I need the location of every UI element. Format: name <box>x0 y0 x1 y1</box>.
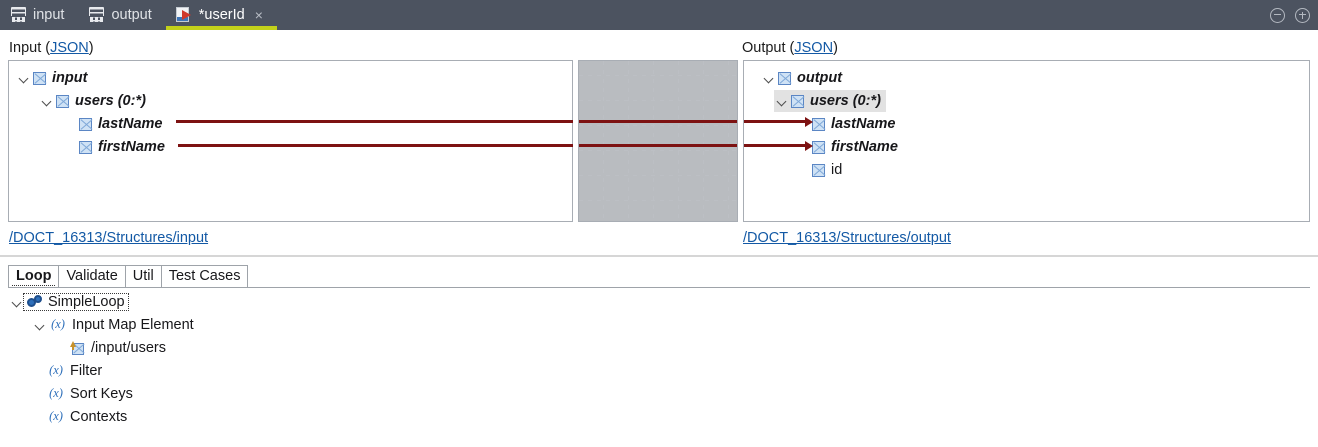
grid-document-icon <box>88 7 105 23</box>
output-tree-label: output <box>797 70 843 86</box>
xml-element-icon <box>56 94 69 108</box>
chevron-down-icon[interactable] <box>40 94 54 108</box>
tab-validate-label: Validate <box>66 268 118 284</box>
function-icon: (x) <box>49 363 63 377</box>
input-format-link[interactable]: JSON <box>50 40 89 56</box>
output-tree-row-firstname[interactable]: firstName <box>812 136 898 158</box>
output-tree-label: firstName <box>831 139 898 155</box>
tab-test-cases-label: Test Cases <box>168 268 241 284</box>
input-tree-label: users (0:*) <box>75 93 146 109</box>
input-tree-panel: input users (0:*) lastName firstName <box>8 60 573 222</box>
xml-element-icon <box>778 71 791 85</box>
output-tree-row-id[interactable]: id <box>812 159 842 181</box>
window-controls <box>1270 0 1310 30</box>
loop-tree-label: /input/users <box>91 339 166 356</box>
maximize-button[interactable] <box>1295 7 1310 23</box>
loop-tree-row-filter[interactable]: (x) Filter <box>47 359 102 382</box>
function-icon: (x) <box>49 386 63 400</box>
input-label-text: Input ( <box>9 40 51 56</box>
gears-icon <box>27 294 43 309</box>
xml-element-icon <box>812 163 825 177</box>
lower-tab-strip: Loop Validate Util Test Cases <box>8 265 1310 288</box>
loop-tree-row-input-users[interactable]: /input/users <box>70 336 166 359</box>
run-document-icon <box>175 7 192 23</box>
output-label-text: Output ( <box>742 40 795 56</box>
tab-bar: input output *userId × <box>0 0 1318 30</box>
loop-tree-label: Sort Keys <box>70 385 133 402</box>
mapping-line-lastname-mid <box>579 120 737 123</box>
xml-element-icon <box>812 117 825 131</box>
loop-tree-label: SimpleLoop <box>48 293 125 310</box>
output-path-link: /DOCT_16313/Structures/output <box>743 230 951 246</box>
output-tree-label: lastName <box>831 116 896 132</box>
xml-element-icon <box>812 140 825 154</box>
input-tree-label: lastName <box>98 116 163 132</box>
output-label-paren: ) <box>833 40 838 56</box>
close-icon[interactable]: × <box>254 7 263 23</box>
loop-tree-label: Input Map Element <box>72 316 194 333</box>
tab-loop[interactable]: Loop <box>8 265 60 287</box>
chevron-down-icon[interactable] <box>762 71 776 85</box>
input-tree-row-lastname[interactable]: lastName <box>79 113 162 135</box>
mapping-line-lastname-right <box>744 120 806 123</box>
input-tree-row-users[interactable]: users (0:*) <box>40 90 146 112</box>
tab-input-label: input <box>33 7 65 23</box>
map-element-icon <box>70 340 85 355</box>
output-format-link[interactable]: JSON <box>794 40 834 56</box>
output-section-label: Output (JSON) <box>742 40 838 56</box>
focus-outline: SimpleLoop <box>23 292 129 311</box>
section-divider <box>0 255 1318 257</box>
mapping-line-lastname-left <box>176 120 573 123</box>
grid-document-icon <box>10 7 26 23</box>
tab-output-label: output <box>111 7 152 23</box>
output-tree-panel: output users (0:*) lastName firstName id <box>743 60 1310 222</box>
tab-output[interactable]: output <box>78 0 165 30</box>
mapping-arrow-lastname <box>805 116 813 127</box>
minimize-button[interactable] <box>1270 7 1285 23</box>
tab-test-cases[interactable]: Test Cases <box>160 265 249 287</box>
input-label-paren: ) <box>88 40 94 56</box>
output-tree-row-users[interactable]: users (0:*) <box>774 90 886 112</box>
input-path-link: /DOCT_16313/Structures/input <box>9 230 209 246</box>
loop-tree-row-simpleloop[interactable]: SimpleLoop <box>10 290 129 313</box>
input-tree-row-firstname[interactable]: firstName <box>79 136 165 158</box>
loop-tree-label: Filter <box>70 362 103 379</box>
tab-util[interactable]: Util <box>124 265 162 287</box>
mapping-line-firstname-left <box>178 144 573 147</box>
loop-tree-row-sort-keys[interactable]: (x) Sort Keys <box>47 382 133 405</box>
tab-util-label: Util <box>132 268 154 284</box>
tab-loop-label: Loop <box>16 268 52 284</box>
tab-input[interactable]: input <box>0 0 78 30</box>
tab-validate[interactable]: Validate <box>58 265 126 287</box>
chevron-down-icon[interactable] <box>775 94 789 108</box>
function-icon: (x) <box>51 317 65 331</box>
chevron-down-icon[interactable] <box>10 295 24 309</box>
loop-tree-row-contexts[interactable]: (x) Contexts <box>47 405 127 428</box>
mapping-arrow-firstname <box>805 140 813 151</box>
tab-userid-label: *userId <box>198 7 245 23</box>
xml-element-icon <box>79 117 92 131</box>
output-tree-label: users (0:*) <box>810 93 881 109</box>
output-tree-row-output[interactable]: output <box>762 67 842 89</box>
xml-element-icon <box>33 71 46 85</box>
output-tree-row-lastname[interactable]: lastName <box>812 113 895 135</box>
function-icon: (x) <box>49 409 63 423</box>
tab-userid[interactable]: *userId × <box>165 0 278 30</box>
chevron-down-icon[interactable] <box>33 318 47 332</box>
mapping-line-firstname-mid <box>579 144 737 147</box>
input-section-label: Input (JSON) <box>9 40 94 56</box>
xml-element-icon <box>79 140 92 154</box>
input-tree-row-input[interactable]: input <box>17 67 87 89</box>
loop-tree-label: Contexts <box>70 408 128 425</box>
mapping-line-firstname-right <box>744 144 806 147</box>
output-tree-label: id <box>831 162 843 178</box>
chevron-down-icon[interactable] <box>17 71 31 85</box>
grid-lines <box>579 61 737 221</box>
loop-tree-row-input-map-element[interactable]: (x) Input Map Element <box>33 313 194 336</box>
input-tree-label: firstName <box>98 139 165 155</box>
input-tree-label: input <box>52 70 88 86</box>
xml-element-icon <box>791 94 804 108</box>
mapping-grid[interactable] <box>578 60 738 222</box>
